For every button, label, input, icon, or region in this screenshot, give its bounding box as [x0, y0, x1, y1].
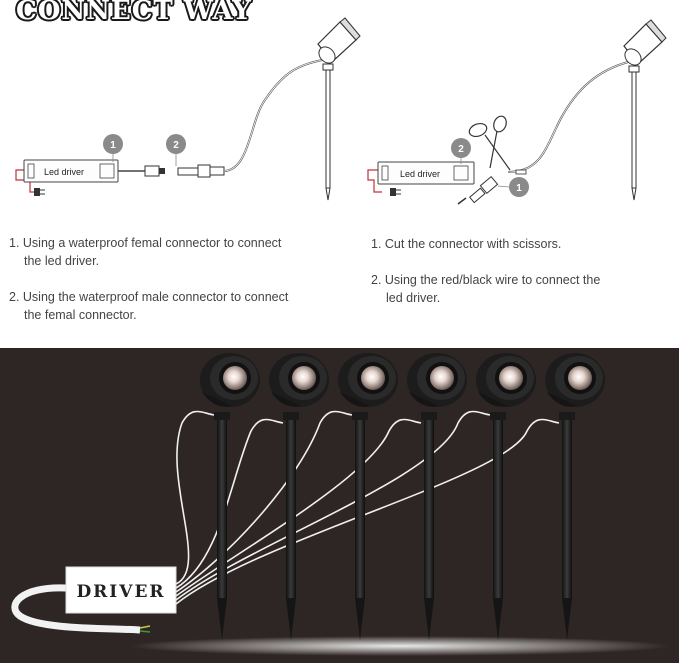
left-step-2-line2: the femal connector. — [24, 308, 137, 322]
plug-icon — [34, 188, 40, 196]
badge-2 — [166, 134, 186, 154]
right-step-2-line1: 2. Using the red/black wire to connect t… — [371, 273, 601, 287]
spotlight — [338, 353, 398, 640]
spotlight — [200, 353, 260, 640]
driver-box-label: DRIVER — [76, 582, 165, 602]
right-step-1-line1: 1. Cut the connector with scissors. — [371, 237, 562, 251]
left-steps: 1. Using a waterproof femal connector to… — [9, 234, 288, 324]
power-cable — [11, 584, 141, 634]
svg-text:2: 2 — [173, 140, 179, 151]
right-diagram: Led driver 2 1 — [367, 19, 667, 205]
spotlight — [545, 353, 605, 640]
left-step-2-line1: 2. Using the waterproof male connector t… — [9, 290, 289, 304]
svg-text:2: 2 — [458, 144, 464, 155]
lights-group — [200, 353, 605, 640]
light-cable — [175, 410, 491, 601]
light-cable — [175, 410, 353, 593]
spotlight — [269, 353, 329, 640]
badge-1 — [103, 134, 123, 154]
right-driver-label: Led driver — [400, 169, 440, 179]
right-step-2-line2: led driver. — [386, 291, 441, 305]
page-title: CONNECT WAY — [16, 0, 252, 26]
cut-connector-icon — [457, 175, 499, 205]
product-photo: DRIVER — [0, 348, 679, 663]
badge-2 — [451, 138, 471, 158]
left-step-1-line2: the led driver. — [24, 254, 100, 268]
led-driver-box — [377, 161, 475, 185]
spotlights-photo: DRIVER — [11, 353, 670, 656]
ac-wire-icon — [367, 169, 382, 193]
light-cable — [175, 418, 560, 605]
ac-wire-icon — [15, 169, 38, 193]
svg-text:1: 1 — [516, 183, 522, 194]
floor-glow — [130, 636, 670, 656]
left-step-1-line1: 1. Using a waterproof femal connector to… — [9, 236, 282, 250]
left-driver-label: Led driver — [44, 167, 84, 177]
spotlight — [407, 353, 467, 640]
female-connector-icon — [144, 165, 160, 177]
connect-way-section: CONNECT WAY Led driver 1 — [9, 0, 667, 324]
spotlight-icon — [317, 17, 361, 201]
driver-box — [65, 566, 177, 614]
plug-icon — [390, 188, 396, 196]
male-connector-icon — [177, 167, 199, 176]
light-cable — [175, 418, 284, 589]
scissors-icon — [468, 115, 511, 171]
svg-text:1: 1 — [110, 140, 116, 151]
spotlight-icon — [623, 19, 667, 201]
left-diagram: Led driver 1 2 — [15, 17, 361, 201]
right-steps: 1. Cut the connector with scissors. 2. U… — [371, 235, 600, 307]
connection-diagrams: Led driver 1 2 — [15, 17, 667, 205]
badge-1 — [509, 177, 529, 197]
light-cable — [175, 410, 215, 585]
spotlight — [476, 353, 536, 640]
